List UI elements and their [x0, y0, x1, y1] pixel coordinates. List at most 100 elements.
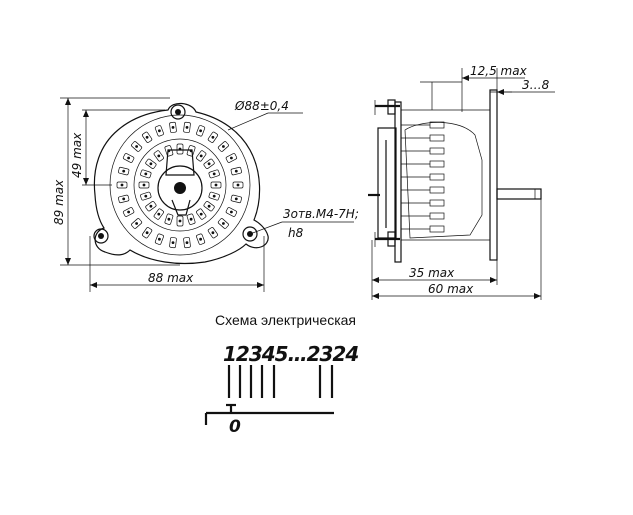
wafer-contact — [429, 212, 445, 220]
terminal-pin — [212, 172, 216, 176]
terminal — [116, 181, 128, 189]
terminal — [145, 158, 157, 169]
terminal — [207, 131, 218, 143]
terminal-pin — [178, 219, 182, 223]
terminal-pin — [214, 183, 218, 187]
terminal — [138, 181, 150, 189]
terminal — [169, 237, 177, 249]
terminal-pin — [234, 169, 238, 173]
contact-ring — [133, 138, 227, 232]
contact-numbers: 12345…2324 — [223, 342, 358, 366]
half-height-label: 49 max — [70, 132, 84, 178]
terminal — [208, 169, 220, 179]
terminal — [164, 213, 174, 225]
holes-label: 3отв.М4-7H; — [283, 207, 359, 221]
terminal-pin — [185, 241, 189, 245]
side-view: 12,5 max 3…8 35 max 60 max — [368, 64, 555, 300]
contact-terminals — [116, 121, 244, 249]
terminal-pin — [144, 172, 148, 176]
wafer-contact — [429, 225, 445, 233]
terminal-pin — [230, 210, 233, 214]
body-left — [377, 127, 397, 239]
terminal — [183, 237, 191, 249]
terminal — [210, 181, 222, 189]
rear-plate — [489, 89, 498, 261]
terminal — [176, 215, 184, 227]
terminal-pin — [122, 169, 126, 173]
terminal-pin — [157, 212, 161, 216]
terminal — [203, 158, 215, 169]
terminal-pin — [158, 129, 161, 133]
terminal — [196, 208, 207, 220]
terminal-pin — [144, 194, 148, 198]
mounting-hole-left — [93, 228, 109, 244]
terminal — [186, 213, 196, 225]
body-dim-label: 35 max — [409, 266, 455, 280]
terminal — [169, 121, 177, 133]
terminal-pin — [149, 162, 153, 166]
terminal-pin — [212, 194, 216, 198]
terminal — [118, 166, 130, 176]
terminal — [140, 169, 152, 179]
terminal — [203, 201, 215, 212]
terminal-pin — [189, 217, 193, 221]
terminal-pin — [171, 241, 175, 245]
terminal-pin — [234, 197, 238, 201]
terminal — [176, 143, 184, 155]
terminal-pin — [158, 237, 161, 241]
terminal — [230, 166, 242, 176]
terminal-pin — [207, 162, 211, 166]
terminal — [131, 218, 143, 229]
terminal-pin — [199, 237, 203, 241]
wafer-contact — [429, 147, 445, 155]
terminal — [122, 153, 135, 163]
width-label: 88 max — [148, 271, 194, 285]
terminal — [225, 153, 238, 163]
terminal — [217, 141, 229, 152]
electrical-schematic: Схема электрическая 12345…2324 0 — [204, 312, 359, 437]
shaft-dim-label: 3…8 — [522, 78, 550, 92]
front-plate — [394, 101, 402, 263]
mounting-hole-top — [170, 104, 186, 120]
terminal-pin — [171, 126, 175, 129]
terminal-pin — [230, 156, 233, 160]
top-dim-label: 12,5 max — [470, 64, 528, 78]
terminal — [153, 208, 164, 220]
terminal-pin — [135, 222, 139, 225]
terminal — [154, 233, 164, 245]
terminal — [142, 227, 153, 239]
terminal-pin — [145, 231, 149, 235]
shaft — [496, 188, 542, 200]
terminal — [196, 233, 206, 245]
terminal-pin — [199, 129, 203, 133]
terminal — [207, 227, 218, 239]
terminal — [217, 218, 229, 229]
holes-depth-label: h8 — [288, 226, 304, 240]
contact-wafer — [401, 121, 483, 239]
wafer-contact — [429, 160, 445, 168]
terminal — [122, 207, 135, 217]
terminal-pin — [222, 145, 225, 148]
wafer-outline — [404, 122, 483, 239]
shaft-center — [174, 182, 186, 194]
schematic-title: Схема электрическая — [215, 312, 356, 328]
terminal-pin — [211, 231, 215, 235]
wafer-contact — [429, 121, 445, 129]
terminal — [118, 194, 130, 204]
wafer-contact — [429, 199, 445, 207]
terminal-pin — [127, 210, 130, 214]
zero-label: 0 — [229, 417, 241, 437]
terminal — [154, 125, 164, 137]
terminal — [232, 181, 244, 189]
terminal — [131, 141, 143, 152]
terminal — [140, 191, 152, 201]
terminal-pin — [222, 222, 225, 225]
contact-lines — [227, 365, 334, 398]
rotor-tail — [171, 199, 191, 216]
terminal-pin — [199, 212, 203, 216]
terminal — [208, 191, 220, 201]
rotor-blade — [165, 149, 195, 176]
terminal — [196, 125, 206, 137]
terminal-pin — [127, 156, 130, 160]
